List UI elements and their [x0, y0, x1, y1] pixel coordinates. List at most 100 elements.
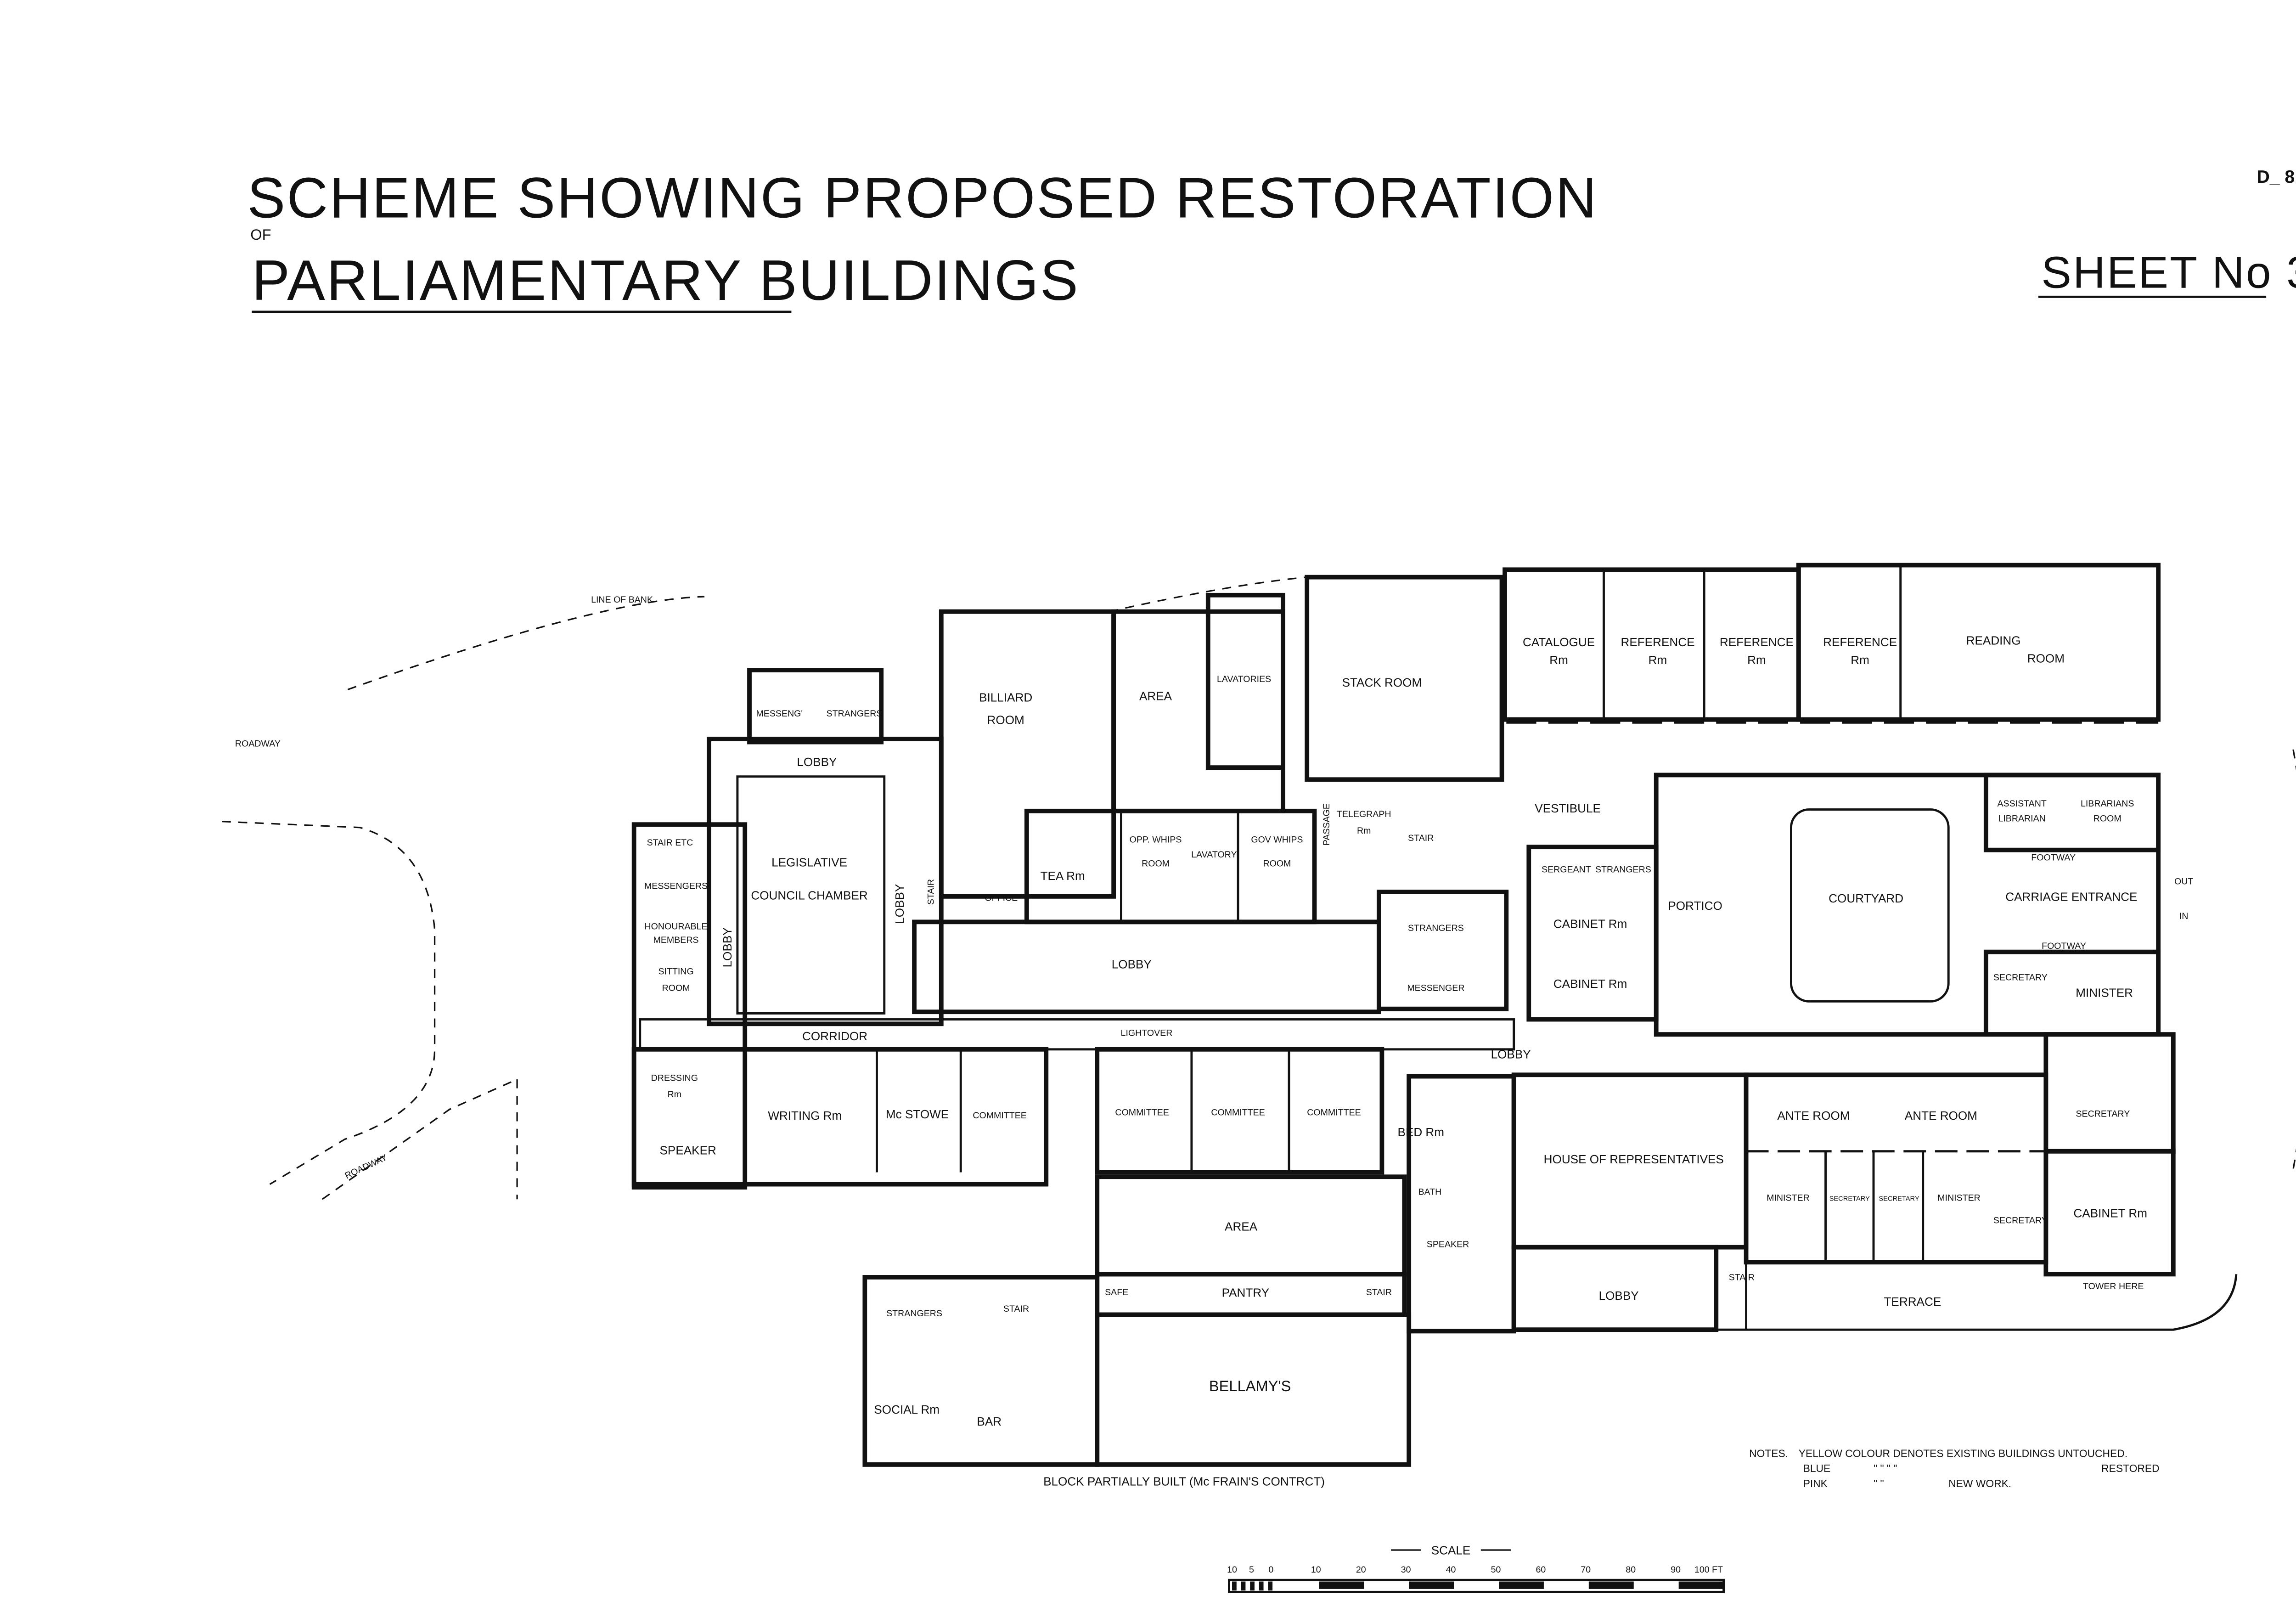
line-of-bank-label: LINE OF BANK: [591, 595, 653, 605]
notes: NOTES. YELLOW COLOUR DENOTES EXISTING BU…: [1749, 1448, 2159, 1489]
notes-pink: PINK: [1803, 1477, 1828, 1489]
scale-tick-label: 70: [1581, 1565, 1591, 1575]
room-label: CABINET Rm: [1553, 917, 1627, 930]
scale-tick-label: 80: [1626, 1565, 1636, 1575]
room-label: LIGHTOVER: [1121, 1028, 1173, 1038]
room-label: REFERENCE: [1823, 635, 1897, 649]
room-label: CABINET Rm: [1553, 977, 1627, 991]
room-label: CABINET Rm: [2073, 1206, 2147, 1220]
room-label: TEA Rm: [1041, 869, 1085, 883]
notes-blue-ditto: " " " ": [1874, 1462, 1897, 1474]
scale-tick-label: 40: [1446, 1565, 1456, 1575]
room-label: MEMBERS: [653, 935, 699, 945]
scale-segment: [1319, 1581, 1364, 1589]
room-label: STAIR: [1366, 1287, 1392, 1297]
room-label: OFFICE: [985, 893, 1018, 903]
room-label: ASSISTANT: [1997, 799, 2046, 809]
room-label: BILLIARD: [979, 691, 1032, 705]
scale-segment: [1499, 1581, 1544, 1589]
room-label: SERGEANT: [1542, 865, 1591, 875]
roadway-label: ROADWAY: [343, 1153, 389, 1181]
room-label: LOBBY: [797, 755, 837, 769]
room-labels: MESSENG' STRANGERS LOBBY BILLIARD ROOM A…: [644, 634, 2193, 1429]
room-label: COMMITTEE: [1115, 1107, 1169, 1117]
room-label: LOBBY: [720, 927, 734, 967]
room-label: SAFE: [1105, 1287, 1128, 1297]
room-label: ROOM: [1142, 859, 1170, 869]
room-label: OPP. WHIPS: [1130, 835, 1182, 845]
room-label: Rm: [1357, 826, 1371, 836]
room-label: HONOURABLE: [645, 922, 708, 932]
room-label: TOWER HERE: [2083, 1281, 2144, 1291]
room-label: MINISTER: [1767, 1193, 1810, 1203]
notes-blue: BLUE: [1803, 1462, 1831, 1474]
room-label: COMMITTEE: [1307, 1107, 1361, 1117]
room-label: ANTE ROOM: [1777, 1109, 1850, 1122]
room-label: ROOM: [1263, 859, 1291, 869]
room-label: TERRACE: [1884, 1295, 1941, 1308]
room-label: STAIR: [1408, 833, 1434, 843]
room-label: Rm: [1549, 653, 1568, 667]
room-label: STACK ROOM: [1342, 676, 1422, 689]
room-label: SECRETARY: [2076, 1109, 2130, 1119]
notes-pink-value: NEW WORK.: [1948, 1477, 2011, 1489]
title-line2: PARLIAMENTARY BUILDINGS: [252, 249, 1080, 312]
room-label: LIBRARIAN: [1998, 814, 2045, 824]
scale-subdivision: [1232, 1581, 1237, 1591]
room-label: Rm: [1649, 653, 1667, 667]
room-label: WRITING Rm: [768, 1109, 842, 1122]
room-label: BATH: [1418, 1187, 1441, 1197]
scale-tick-label: 10: [1311, 1565, 1321, 1575]
room-label: SOCIAL Rm: [874, 1403, 940, 1416]
notes-blue-value: RESTORED: [2101, 1462, 2159, 1474]
room-label: MESSENG': [756, 709, 803, 719]
title-of: OF: [250, 226, 271, 243]
room-label: STAIR: [926, 879, 936, 905]
room-label: SPEAKER: [1427, 1240, 1469, 1250]
scale-title: SCALE: [1431, 1544, 1471, 1557]
scale-subdivision: [1268, 1581, 1273, 1591]
room-label: LIBRARIANS: [2081, 799, 2134, 809]
scale-tick-label: 10: [1227, 1565, 1237, 1575]
room-label: STRANGERS: [1408, 923, 1464, 933]
scale-tick-label: 30: [1401, 1565, 1411, 1575]
scale-tick-label: 60: [1536, 1565, 1546, 1575]
room-label: LEGISLATIVE: [771, 856, 847, 869]
block-note: BLOCK PARTIALLY BUILT (Mc FRAIN'S CONTRC…: [1043, 1475, 1325, 1489]
scale-subdivision: [1241, 1581, 1246, 1591]
room-label: CARRIAGE ENTRANCE: [2005, 890, 2137, 904]
scale-tick-label: 90: [1671, 1565, 1681, 1575]
room-label: Mc STOWE: [886, 1107, 949, 1121]
room-label: MESSENGER: [1407, 983, 1464, 993]
room-label: BELLAMY'S: [1209, 1377, 1291, 1394]
room-label: STRANGERS: [886, 1308, 942, 1319]
room-label: MESSENGERS: [644, 881, 708, 891]
room-label: COMMITTEE: [973, 1111, 1026, 1121]
room-label: LOBBY: [1112, 958, 1152, 971]
scale-tick-label: 5: [1249, 1565, 1254, 1575]
room-label: ROOM: [662, 983, 690, 993]
site-lines: [222, 576, 2296, 1200]
room-label: TELEGRAPH: [1337, 809, 1391, 819]
walls: [631, 563, 2238, 1467]
room-label: ROOM: [987, 713, 1024, 727]
room-label: Rm: [668, 1089, 681, 1100]
room-label: COMMITTEE: [1211, 1107, 1265, 1117]
scale-tick-label: 50: [1491, 1565, 1501, 1575]
room-label: LOBBY: [1599, 1289, 1639, 1303]
scale-tick-label: 0: [1268, 1565, 1273, 1575]
room-label: MINISTER: [2076, 986, 2133, 1000]
sheet-number: SHEET No 3: [2042, 247, 2296, 298]
room-label: READING: [1966, 634, 2021, 648]
scale-subdivision: [1259, 1581, 1264, 1591]
room-label: STAIR: [1729, 1272, 1755, 1282]
room-label: CORRIDOR: [802, 1029, 867, 1043]
room-label: ROOM: [2093, 814, 2122, 824]
room-label: LOBBY: [1491, 1047, 1531, 1061]
roadway-label: ROADWAY: [235, 739, 281, 749]
room-label: AREA: [1139, 689, 1172, 703]
room-label: SPEAKER: [660, 1143, 716, 1157]
room-label: STAIR: [1003, 1304, 1029, 1314]
room-label: ROOM: [2027, 652, 2065, 665]
